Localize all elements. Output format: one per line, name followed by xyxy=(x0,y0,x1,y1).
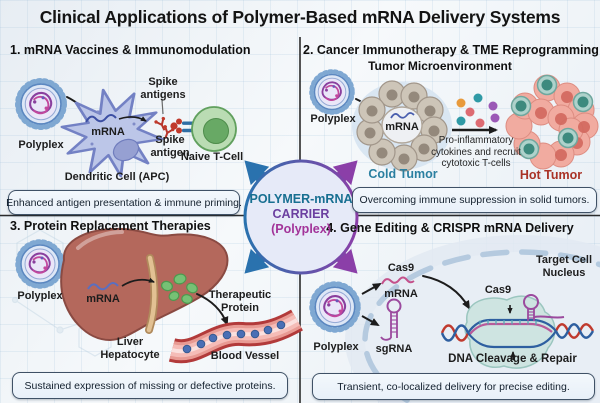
liver xyxy=(60,227,229,342)
arrow-protein-to-vessel xyxy=(196,293,229,326)
hub xyxy=(235,151,367,283)
polyplex-icon xyxy=(312,284,358,330)
therapeutic-protein-label: Therapeutic Protein xyxy=(208,289,272,314)
q2-polyplex-label: Polyplex xyxy=(310,113,356,125)
q2-caption: Overcoming immune suppression in solid t… xyxy=(352,187,597,213)
dna-helix xyxy=(440,318,595,349)
dendritic-cell-label: Dendritic Cell (APC) xyxy=(64,171,170,183)
cytokine-dots xyxy=(456,93,500,128)
liver-hepatocyte-label: Liver Hepatocyte xyxy=(100,336,160,361)
q3-heading: 3. Protein Replacement Therapies xyxy=(10,219,211,233)
q3-polyplex-label: Polyplex xyxy=(17,290,63,302)
sgrna-hairpin xyxy=(380,298,402,341)
dc-nucleus xyxy=(112,138,140,162)
arrow-polyplex-to-sgrna xyxy=(361,315,380,326)
cas9-mrna-bottom-label: mRNA xyxy=(384,288,418,300)
q2-mrna-label: mRNA xyxy=(385,121,419,133)
polyplex-icon xyxy=(18,242,62,286)
mrna-squiggle xyxy=(87,282,119,291)
naive-t-cell xyxy=(191,106,237,152)
cold-tumor-label: Cold Tumor xyxy=(368,167,438,181)
polyplex-icon xyxy=(18,81,64,127)
cold-tumor xyxy=(352,80,452,172)
cytotoxic-t-cells xyxy=(510,74,594,160)
arrow-mrna-to-membrane xyxy=(118,116,147,122)
spike-antigen-cluster xyxy=(154,116,182,139)
q4-polyplex-label: Polyplex xyxy=(313,341,359,353)
q1-polyplex-label: Polyplex xyxy=(18,139,64,151)
tme-label: Tumor Microenvironment xyxy=(368,59,512,73)
hot-tumor xyxy=(505,74,599,170)
q1-caption: Enhanced antigen presentation & immune p… xyxy=(6,190,242,215)
circulating-protein-dots xyxy=(182,320,286,354)
spike-pointer-line xyxy=(161,99,164,115)
q2-illustration xyxy=(312,72,599,172)
hub-line2: CARRIER xyxy=(272,207,330,221)
blood-vessel-label: Blood Vessel xyxy=(210,350,280,362)
q3-caption: Sustained expression of missing or defec… xyxy=(12,372,288,399)
therapeutic-protein-blobs xyxy=(161,273,198,304)
hub-circle xyxy=(243,159,359,275)
target-cell-nucleus-label: Target Cell Nucleus xyxy=(535,254,593,279)
dna-cleavage-label: DNA Cleavage & Repair xyxy=(448,353,577,365)
q1-mrna-label: mRNA xyxy=(91,126,125,138)
dendritic-cell xyxy=(60,88,164,178)
hub-label: POLYMER-mRNA CARRIER (Polyplex) xyxy=(244,192,358,237)
mrna-squiggle xyxy=(85,114,117,123)
arrow-mrna-to-cas9-complex xyxy=(422,275,470,310)
sgrna-label: sgRNA xyxy=(375,343,413,355)
q2-heading: 2. Cancer Immunotherapy & TME Reprogramm… xyxy=(303,43,599,57)
q4-caption: Transient, co-localized delivery for pre… xyxy=(312,373,595,400)
blood-vessel xyxy=(168,309,303,364)
hub-line1: POLYMER-mRNA xyxy=(249,192,353,206)
naive-tcell-label: Naive T-Cell xyxy=(180,151,244,163)
cas9-mrna-top-label: Cas9 xyxy=(387,262,415,274)
mrna-squiggle xyxy=(390,112,415,119)
cas9-mrna-squiggle xyxy=(381,276,415,285)
q4-illustration xyxy=(312,235,600,403)
cas9-complex xyxy=(440,294,595,369)
q4-heading: 4. Gene Editing & CRISPR mRNA Delivery xyxy=(326,221,574,235)
q3-illustration xyxy=(18,227,303,364)
hub-line3: (Polyplex) xyxy=(271,222,331,236)
q1-heading: 1. mRNA Vaccines & Immunomodulation xyxy=(10,43,251,57)
page-title: Clinical Applications of Polymer-Based m… xyxy=(39,7,561,27)
bound-sgrna xyxy=(523,294,565,321)
q3-mrna-label: mRNA xyxy=(86,293,120,305)
arrow-polyplex-to-mrna xyxy=(361,283,382,295)
spike-antigens-label: Spike antigens xyxy=(140,76,186,101)
spike-antigen-label: Spike antigen xyxy=(150,134,190,159)
cas9-inner-label: Cas9 xyxy=(484,284,512,296)
hot-tumor-label: Hot Tumor xyxy=(519,168,583,182)
cytokines-label: Pro-inflammatory cytokines and recruit c… xyxy=(431,135,521,169)
q1-illustration xyxy=(18,81,237,178)
polyplex-icon xyxy=(312,72,352,112)
arrow-mrna-to-protein xyxy=(121,277,155,287)
